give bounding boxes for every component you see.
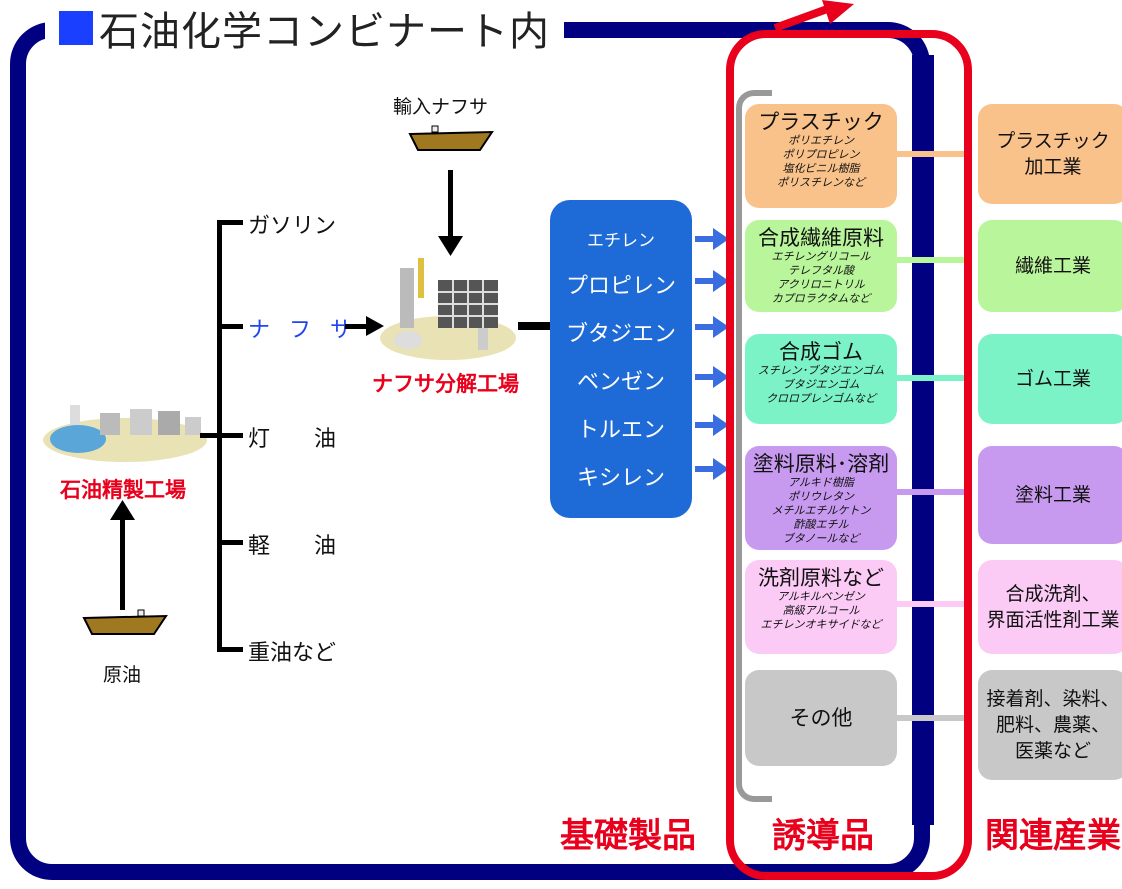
- arrow-up-icon: [110, 500, 135, 520]
- derivative-sub: アルキド樹脂: [788, 476, 854, 489]
- derivative-detergent: 洗剤原料など アルキルベンゼン 高級アルコール エチレンオキサイドなど: [745, 560, 897, 654]
- derivative-synthetic-fiber: 合成繊維原料 エチレングリコール テレフタル酸 アクリロニトリル カプロラクタム…: [745, 220, 897, 312]
- industry-line: プラスチック: [996, 130, 1110, 152]
- derivative-sub: 酢酸エチル: [793, 518, 849, 531]
- arrow-crude-refinery: [120, 512, 125, 610]
- derivative-title: 合成繊維原料: [758, 226, 884, 250]
- industry-line: 医薬など: [1014, 740, 1091, 762]
- derivative-highlight: [726, 30, 972, 880]
- derivative-sub: 高級アルコール: [782, 604, 860, 617]
- derivative-sub: テレフタル酸: [788, 264, 854, 277]
- derivative-sub: 塩化ビニル樹脂: [782, 162, 860, 175]
- column-label-derivative: 誘導品: [772, 816, 874, 856]
- column-label-related: 関連産業: [985, 816, 1121, 856]
- arrow-down-icon: [438, 236, 463, 256]
- derivative-other: その他: [745, 670, 897, 766]
- industry-line: ゴム工業: [1014, 368, 1091, 390]
- branch-kerosene: [217, 433, 243, 438]
- basic-propylene: プロピレン: [565, 274, 676, 299]
- industry-rubber: ゴム工業: [978, 334, 1122, 424]
- branch-naphtha: [217, 324, 243, 329]
- industry-plastic-processing: プラスチック 加工業: [978, 104, 1122, 204]
- frame-divider: [912, 55, 934, 825]
- title-box: 石油化学コンビナート内: [45, 0, 564, 56]
- refinery-label: 石油精製工場: [60, 478, 186, 502]
- derivative-sub: ポリスチレンなど: [777, 176, 865, 189]
- tanker-icon: [408, 125, 494, 151]
- derivative-sub: ポリプロピレン: [782, 148, 860, 161]
- derivative-sub: エチレングリコール: [771, 250, 871, 263]
- branch-diesel: [217, 540, 243, 545]
- product-gasoline: ガソリン: [248, 214, 337, 239]
- crude-tanker: [82, 608, 168, 638]
- refinery-illustration: [40, 395, 210, 465]
- square-icon: [59, 11, 93, 45]
- industry-line: 界面活性剤工業: [986, 609, 1120, 631]
- industry-detergent: 合成洗剤、 界面活性剤工業: [978, 560, 1122, 654]
- product-diesel: 軽 油: [248, 534, 337, 559]
- derivative-sub: ブタノールなど: [782, 532, 860, 545]
- cracker-out-line: [518, 322, 552, 330]
- branch-gasoline: [217, 220, 243, 225]
- arrow-right-icon: [366, 316, 384, 336]
- industry-line: 合成洗剤、: [1005, 583, 1101, 605]
- arrow-naphtha-cracker: [345, 324, 371, 329]
- industry-paint: 塗料工業: [978, 446, 1122, 544]
- product-naphtha: ナ フ サ: [248, 318, 358, 343]
- cracker-label: ナフサ分解工場: [372, 372, 519, 396]
- product-heavy-oil: 重油など: [248, 641, 337, 666]
- derivative-title: 洗剤原料など: [758, 566, 884, 590]
- industry-other: 接着剤、染料、 肥料、農薬、 医薬など: [978, 670, 1122, 780]
- derivative-title: 塗料原料･溶剤: [752, 452, 890, 476]
- cracker-illustration: [378, 258, 518, 363]
- column-label-basic: 基礎製品: [560, 816, 696, 856]
- derivative-sub: カプロラクタムなど: [771, 292, 871, 305]
- arrow-import-cracker: [448, 170, 453, 238]
- derivative-title: 合成ゴム: [779, 340, 863, 364]
- basic-butadiene: ブタジエン: [565, 322, 676, 347]
- import-tanker: [408, 124, 494, 154]
- derivative-sub: メチルエチルケトン: [771, 504, 871, 517]
- refinery-out-line: [200, 433, 220, 438]
- derivative-sub: ポリウレタン: [788, 490, 854, 503]
- derivative-sub: ポリエチレン: [788, 134, 854, 147]
- basic-products-box: [550, 200, 692, 518]
- red-arrow-icon: [773, 0, 854, 30]
- industry-line: 肥料、農薬、: [995, 714, 1110, 736]
- title-bar: [565, 22, 725, 38]
- industry-line: 接着剤、染料、: [986, 688, 1120, 710]
- derivative-paint-solvent: 塗料原料･溶剤 アルキド樹脂 ポリウレタン メチルエチルケトン 酢酸エチル ブタ…: [745, 446, 897, 550]
- derivative-to-industry-arrows: [897, 151, 967, 721]
- branch-heavy-oil: [217, 647, 243, 652]
- basic-xylene: キシレン: [576, 466, 665, 491]
- derivative-bracket: [736, 90, 772, 802]
- derivative-plastic: プラスチック ポリエチレン ポリプロピレン 塩化ビニル樹脂 ポリスチレンなど: [745, 104, 897, 208]
- industry-line: 塗料工業: [1014, 484, 1091, 506]
- tanker-icon: [82, 609, 168, 635]
- industry-line: 繊維工業: [1014, 255, 1091, 277]
- crude-label: 原油: [103, 664, 142, 686]
- derivative-synthetic-rubber: 合成ゴム スチレン･ブタジエンゴム ブタジエンゴム クロロプレンゴムなど: [745, 334, 897, 424]
- cracker-icon: [380, 258, 516, 360]
- derivative-sub: クロロプレンゴムなど: [766, 392, 876, 405]
- derivative-sub: エチレンオキサイドなど: [760, 618, 882, 631]
- derivative-title: プラスチック: [758, 110, 884, 134]
- derivative-sub: アルキルベンゼン: [777, 590, 865, 603]
- product-kerosene: 灯 油: [248, 427, 337, 452]
- page-title: 石油化学コンビナート内: [99, 9, 550, 55]
- basic-to-derivative-arrows: [695, 228, 729, 480]
- basic-benzene: ベンゼン: [576, 370, 665, 395]
- basic-toluene: トルエン: [576, 418, 665, 443]
- derivative-sub: スチレン･ブタジエンゴム: [757, 364, 885, 377]
- derivative-sub: アクリロニトリル: [777, 278, 865, 291]
- import-naphtha-label: 輸入ナフサ: [393, 96, 489, 118]
- industry-textile: 繊維工業: [978, 220, 1122, 312]
- derivative-title: その他: [789, 706, 853, 730]
- basic-ethylene: エチレン: [587, 231, 655, 251]
- refinery-icon: [43, 405, 207, 462]
- industry-line: 加工業: [1024, 156, 1082, 178]
- derivative-sub: ブタジエンゴム: [782, 378, 860, 391]
